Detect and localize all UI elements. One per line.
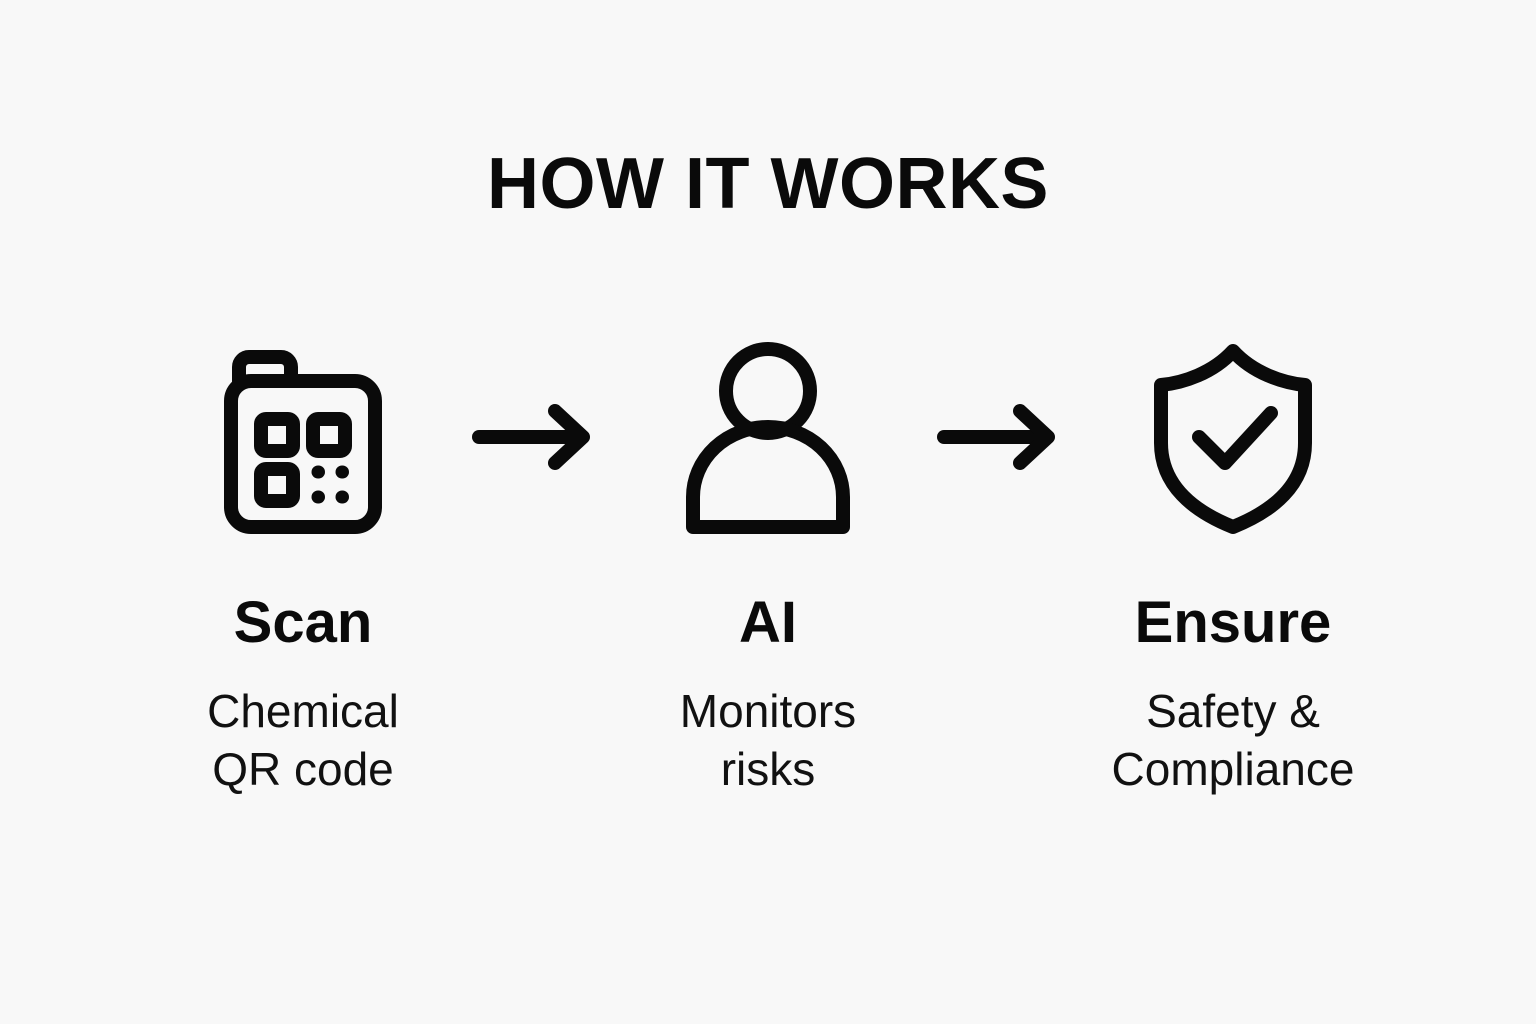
step-description-line-2: risks bbox=[720, 743, 816, 795]
step-description: Chemical QR code bbox=[207, 682, 399, 798]
step-ai: AI Monitors risks bbox=[613, 332, 923, 798]
person-icon bbox=[668, 332, 868, 542]
connector-2 bbox=[923, 332, 1078, 542]
arrow-right-icon bbox=[936, 404, 1055, 470]
arrow-right-icon bbox=[471, 404, 590, 470]
shield-check-icon bbox=[1133, 332, 1333, 542]
step-ensure: Ensure Safety & Compliance bbox=[1078, 332, 1388, 798]
step-title: AI bbox=[739, 590, 797, 655]
step-description: Monitors risks bbox=[680, 682, 856, 798]
step-title: Scan bbox=[233, 590, 373, 655]
step-description-line-1: Safety & bbox=[1146, 685, 1320, 737]
step-description-line-1: Chemical bbox=[207, 685, 399, 737]
page-title: HOW IT WORKS bbox=[487, 144, 1049, 224]
connector-1 bbox=[458, 332, 613, 542]
step-description-line-2: QR code bbox=[212, 743, 394, 795]
step-description-line-1: Monitors bbox=[679, 685, 857, 737]
step-scan: Scan Chemical QR code bbox=[148, 332, 458, 798]
step-description: Safety & Compliance bbox=[1112, 682, 1355, 798]
step-title: Ensure bbox=[1134, 590, 1332, 655]
steps-row: Scan Chemical QR code AI bbox=[0, 332, 1536, 798]
step-description-line-2: Compliance bbox=[1111, 743, 1355, 795]
chemical-container-qr-icon bbox=[203, 332, 403, 542]
